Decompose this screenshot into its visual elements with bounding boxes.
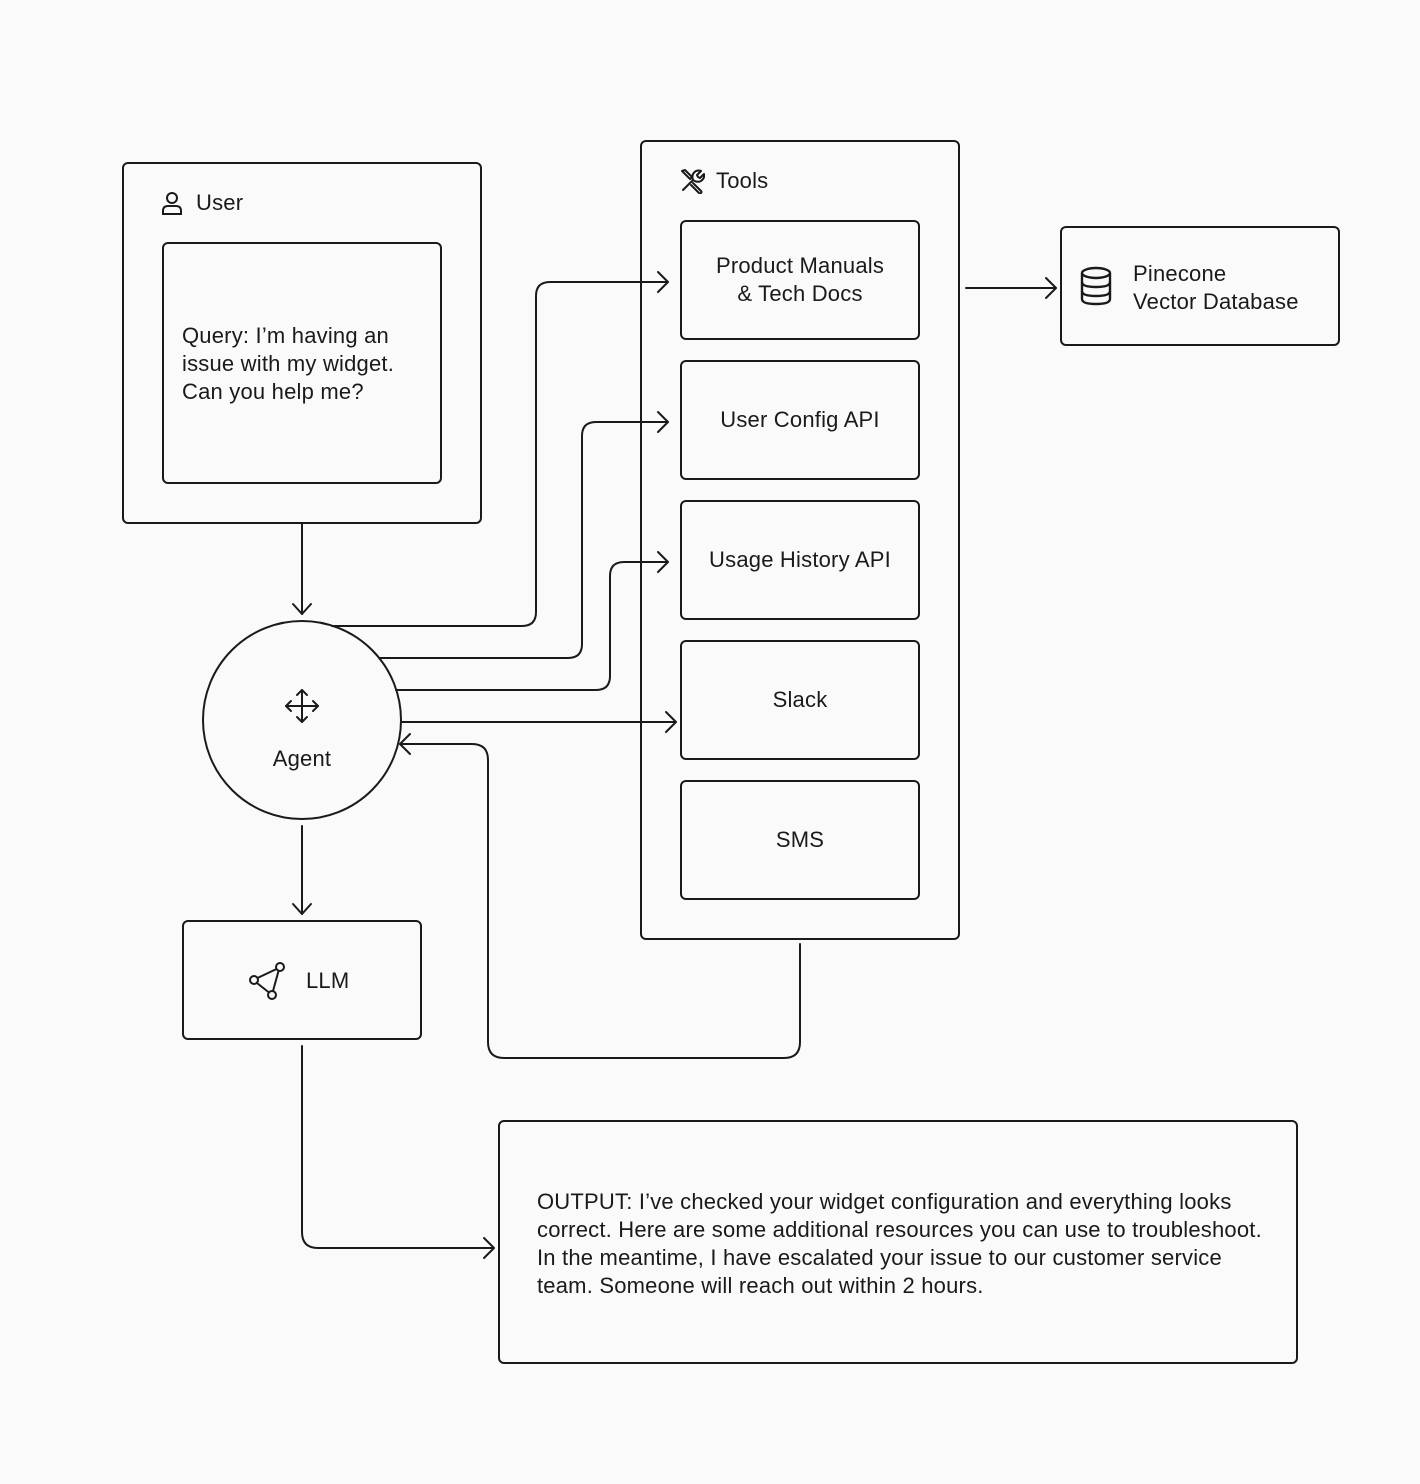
tool-sms-label: SMS: [775, 827, 825, 852]
database-label-line2: Vector Database: [1133, 289, 1299, 314]
query-card: [162, 242, 442, 484]
agent-label: Agent: [272, 746, 332, 771]
user-panel: [122, 162, 482, 524]
query-text: Query: I’m having an issue with my widge…: [182, 323, 395, 404]
tool-product-manuals-line2: & Tech Docs: [737, 281, 863, 306]
tool-sms: SMS: [680, 780, 920, 900]
tool-product-manuals-line1: Product Manuals: [715, 253, 885, 278]
tools-panel: [640, 140, 960, 940]
network-nodes-icon: [249, 962, 285, 1000]
arrow-agent-to-manuals: [331, 281, 669, 627]
tool-usage-history-label: Usage History API: [709, 547, 891, 572]
tools-title: Tools: [716, 168, 769, 193]
tool-product-manuals: Product Manuals & Tech Docs: [680, 220, 920, 340]
output-text: OUTPUT: I’ve checked your widget configu…: [537, 1189, 1262, 1298]
output-panel: [498, 1120, 1298, 1364]
move-arrows-icon: [285, 689, 319, 723]
arrow-llm-to-output: [301, 1045, 495, 1249]
user-title: User: [196, 190, 244, 215]
agent-node: [202, 620, 402, 820]
tool-usage-history-api: Usage History API: [680, 500, 920, 620]
database-label: Pinecone Vector Database: [1133, 260, 1299, 316]
arrow-tools-to-agent: [399, 743, 801, 1059]
arrow-agent-to-config: [379, 421, 669, 659]
tool-slack: Slack: [680, 640, 920, 760]
database-node: [1060, 226, 1340, 346]
tools-icon: [681, 169, 705, 194]
llm-node: [182, 920, 422, 1040]
tool-slack-label: Slack: [772, 687, 828, 712]
database-label-line1: Pinecone: [1133, 261, 1227, 286]
tool-user-config-api: User Config API: [680, 360, 920, 480]
database-icon: [1080, 266, 1112, 306]
user-icon: [162, 192, 182, 215]
arrow-agent-to-usage: [395, 561, 669, 691]
llm-label: LLM: [306, 968, 350, 993]
tool-user-config-label: User Config API: [720, 407, 880, 432]
